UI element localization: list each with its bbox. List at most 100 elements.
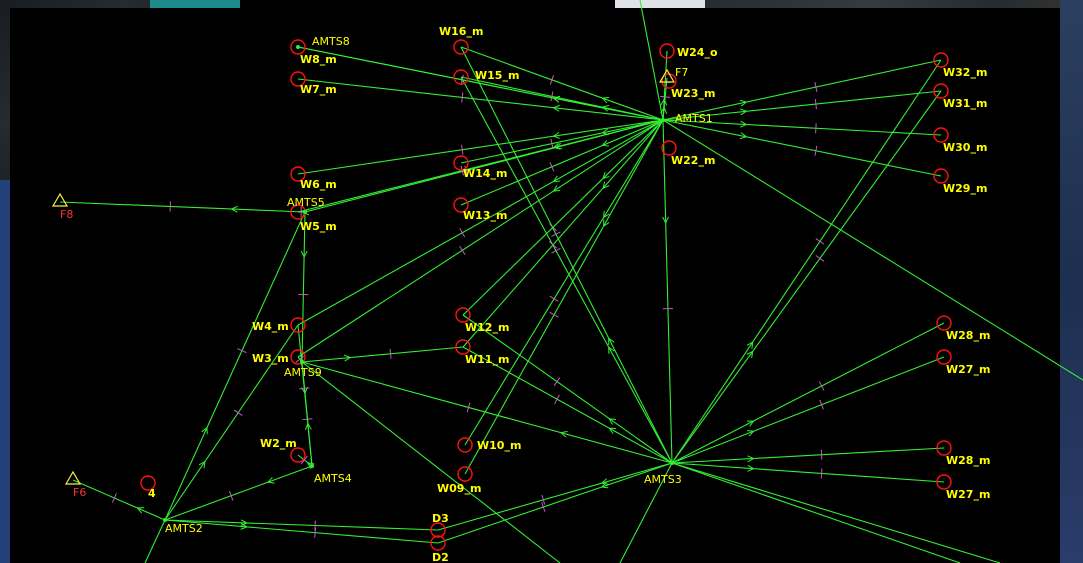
well-W8[interactable]: W8_m xyxy=(290,39,337,66)
well-W10[interactable]: W10_m xyxy=(457,437,521,453)
link-AMTS3-W16[interactable] xyxy=(460,46,673,464)
well-W14[interactable]: W14_m xyxy=(453,155,507,180)
link-AMTS1-W32[interactable] xyxy=(662,59,942,121)
well-W4[interactable]: W4_m xyxy=(252,317,306,333)
link-AMTS1-AMTS3[interactable] xyxy=(662,119,673,464)
station-AMTS2[interactable]: AMTS2 xyxy=(163,518,203,535)
link-AMTS2-W4[interactable] xyxy=(164,324,299,521)
link-AMTS2-F6[interactable] xyxy=(72,479,166,521)
well-label: W29_m xyxy=(943,182,987,195)
link-AMTS3-W12[interactable] xyxy=(462,314,673,464)
link-AMTS1-W7[interactable] xyxy=(297,78,664,121)
link-AMTS1-W16[interactable] xyxy=(460,46,664,121)
well-label: W11_m xyxy=(465,353,509,366)
link-AMTS3-W32[interactable] xyxy=(671,59,942,464)
link-AMTS3-W11[interactable] xyxy=(462,346,673,464)
base-F8[interactable]: F8 xyxy=(51,192,73,221)
link-AMTS3-AMTS9[interactable] xyxy=(301,361,673,464)
base-F7[interactable]: F7 xyxy=(658,66,688,83)
well-marker-icon xyxy=(290,166,306,182)
station-point xyxy=(300,360,304,364)
link-AMTS1-W13[interactable] xyxy=(460,119,664,206)
well-D3[interactable]: D3 xyxy=(430,512,449,538)
well-W24[interactable]: W24_o xyxy=(659,43,718,59)
well-W31[interactable]: W31_m xyxy=(933,83,987,110)
link-tick-mark xyxy=(549,311,559,318)
link-arrowhead xyxy=(608,346,615,354)
link-arrowhead xyxy=(608,337,615,345)
link-tick-mark xyxy=(815,255,825,262)
link-AMTS3-W28b[interactable] xyxy=(671,447,945,464)
link-AMTS3-W28a[interactable] xyxy=(671,322,945,464)
link-AMTS9-W11[interactable] xyxy=(301,346,464,363)
station-point xyxy=(163,518,167,522)
link-AMTS2-AMTS5[interactable] xyxy=(164,211,306,521)
well-W3[interactable]: W3_m xyxy=(252,349,306,365)
link-AMTS1-W30[interactable] xyxy=(662,119,942,136)
link-AMTS1-W5[interactable] xyxy=(297,119,664,213)
link-tick-mark xyxy=(814,145,818,156)
link-arrowhead xyxy=(300,250,308,259)
link-arrowhead xyxy=(747,464,755,472)
well-W30[interactable]: W30_m xyxy=(933,127,987,154)
well-W16[interactable]: W16_m xyxy=(439,25,483,55)
link-AMTS1-W3[interactable] xyxy=(297,119,664,358)
link-AMTS1-W11[interactable] xyxy=(462,119,664,348)
base-label: F8 xyxy=(60,208,73,221)
station-AMTS9[interactable]: AMTS9 xyxy=(284,360,322,379)
well-W15[interactable]: W15_m xyxy=(453,69,519,85)
well-W11[interactable]: W11_m xyxy=(455,339,509,366)
link-AMTS2-D2[interactable] xyxy=(164,519,439,544)
well-W28a[interactable]: W28_m xyxy=(936,315,990,342)
link-AMTS3-W27a[interactable] xyxy=(671,356,945,464)
link-tick-mark xyxy=(550,91,554,102)
link-AMTS4-W4[interactable] xyxy=(297,324,313,467)
base-F6[interactable]: F6 xyxy=(64,470,86,499)
well-W22[interactable]: W22_m xyxy=(661,140,715,167)
link-AMTS1-W6[interactable] xyxy=(297,119,664,175)
well-W2[interactable]: W2_m xyxy=(260,437,306,463)
link-AMTS3-W27b[interactable] xyxy=(671,462,945,483)
station-AMTS8[interactable]: AMTS8 xyxy=(296,35,350,49)
link-arrowhead xyxy=(740,120,748,128)
well-D2[interactable]: D2 xyxy=(430,535,449,563)
well-W09[interactable]: W09_m xyxy=(437,466,481,495)
link-arrowhead xyxy=(552,95,561,103)
link-AMTS5-F8[interactable] xyxy=(59,201,306,213)
well-W27b[interactable]: W27_m xyxy=(936,474,990,501)
link-AMTS3-D3[interactable] xyxy=(437,462,673,531)
well-marker-icon xyxy=(933,127,949,143)
link-AMTS1-W29[interactable] xyxy=(662,119,942,177)
link-tick-mark xyxy=(295,355,305,363)
well-marker-icon xyxy=(453,197,469,213)
link-AMTS1-W31[interactable] xyxy=(662,90,942,121)
link-AMTS5-AMTS9[interactable] xyxy=(298,211,309,363)
link-AMTS3-D2[interactable] xyxy=(437,462,673,544)
well-W12[interactable]: W12_m xyxy=(455,307,509,334)
link-tick-mark xyxy=(541,502,546,512)
well-W27a[interactable]: W27_m xyxy=(936,349,990,376)
station-AMTS1[interactable]: AMTS1 xyxy=(661,112,713,125)
well-W13[interactable]: W13_m xyxy=(453,197,507,222)
link-AMTS3-W15[interactable] xyxy=(460,76,673,464)
offscreen-link xyxy=(662,119,1083,381)
link-AMTS1-W4[interactable] xyxy=(297,119,664,326)
well-W28b[interactable]: W28_m xyxy=(936,440,990,467)
well-W6[interactable]: W6_m xyxy=(290,166,337,191)
well-W29[interactable]: W29_m xyxy=(933,168,987,195)
link-AMTS4-AMTS2[interactable] xyxy=(164,465,313,521)
backdrop-photo-top-right-white xyxy=(615,0,705,10)
well-W7[interactable]: W7_m xyxy=(290,71,337,96)
well-label: D3 xyxy=(432,512,449,525)
link-AMTS3-W31[interactable] xyxy=(671,90,942,464)
well-label: W6_m xyxy=(300,178,337,191)
station-label: AMTS8 xyxy=(312,35,350,48)
well-W32[interactable]: W32_m xyxy=(933,52,987,79)
link-arrowhead xyxy=(746,430,755,437)
link-AMTS1-W10[interactable] xyxy=(464,119,664,446)
station-AMTS5[interactable]: AMTS5 xyxy=(287,196,325,214)
station-AMTS4[interactable]: AMTS4 xyxy=(310,464,352,485)
well-P4[interactable]: 4 xyxy=(140,475,156,500)
station-AMTS3[interactable]: AMTS3 xyxy=(644,461,682,486)
